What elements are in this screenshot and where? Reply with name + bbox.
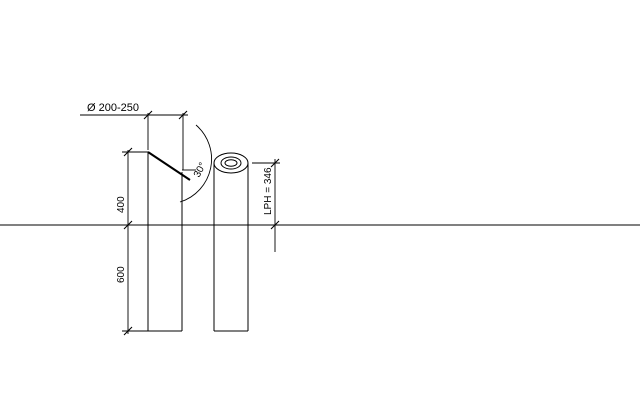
height-tick-bottom [123,326,133,336]
diameter-tick-right [178,110,188,120]
lph-label: LPH = 346 [263,167,274,215]
below-ground-depth-label: 600 [116,266,127,283]
angled-bollard-cut-top [147,151,191,181]
diameter-tick-left [143,110,153,120]
height-dimension: 400 600 [116,147,148,336]
height-tick-top [123,147,133,157]
round-bollard-top-inner [224,159,238,167]
lph-tick-ground [270,220,280,230]
lph-dimension: LPH = 346 [252,158,280,252]
angle-arc [179,124,213,203]
diameter-dimension: Ø 200-250 [80,102,188,170]
round-bollard [213,152,249,332]
lph-tick-top [270,158,280,168]
above-ground-height-label: 400 [116,196,127,213]
diameter-label: Ø 200-250 [87,102,139,114]
angled-bollard [147,151,191,332]
round-bollard-top-ring [220,156,242,170]
angle-dimension: 30° [179,124,213,203]
height-tick-ground [123,220,133,230]
angle-label: 30° [192,161,209,180]
round-bollard-top [213,152,249,174]
